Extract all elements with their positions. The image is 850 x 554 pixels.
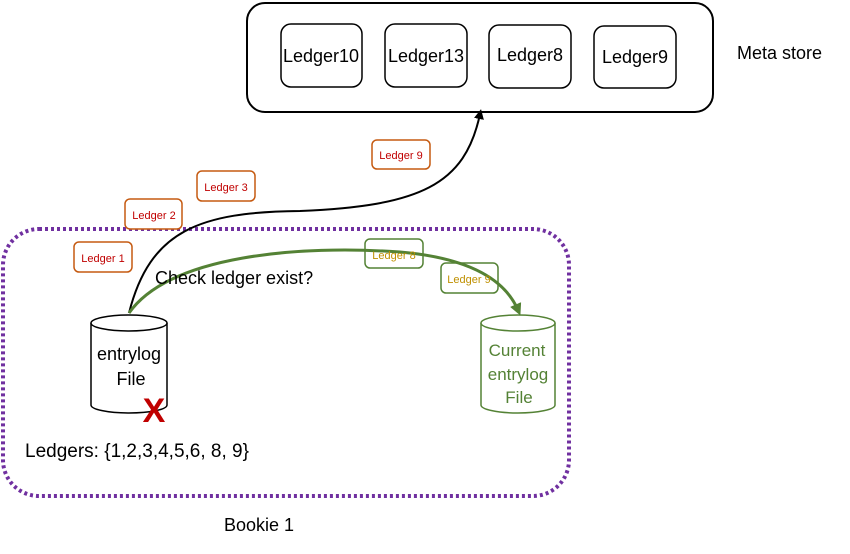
meta-ledger-label: Ledger9 (602, 47, 668, 67)
flying-ledger-tag: Ledger 2 (124, 198, 183, 230)
ledgers-list-text: Ledgers: {1,2,3,4,5,6, 8, 9} (25, 441, 249, 462)
meta-ledger-label: Ledger10 (283, 46, 359, 66)
moved-ledger-tag: Ledger 9 (440, 262, 499, 294)
meta-store: Ledger10 Ledger13 Ledger8 Ledger9 (246, 2, 714, 113)
current-entrylog-line1: Current (489, 341, 546, 360)
deleted-x-icon: X (143, 392, 166, 430)
meta-ledger-label: Ledger13 (388, 46, 464, 66)
flying-ledger-tag: Ledger 9 (371, 139, 431, 170)
old-entrylog-cylinder: entrylog File (90, 314, 168, 414)
moved-ledger-label: Ledger 8 (372, 250, 415, 262)
meta-ledger-box: Ledger8 (488, 24, 572, 89)
old-entrylog-line2: File (116, 369, 145, 389)
meta-ledger-box: Ledger9 (593, 25, 677, 89)
flying-ledger-label: Ledger 3 (204, 182, 247, 194)
flying-ledger-label: Ledger 9 (379, 150, 422, 162)
meta-ledger-box: Ledger13 (384, 23, 468, 88)
meta-store-label: Meta store (737, 43, 822, 63)
moved-ledger-label: Ledger 9 (447, 274, 490, 286)
moved-ledger-tag: Ledger 8 (364, 238, 424, 269)
current-entrylog-line2: entrylog (488, 365, 548, 384)
bookie-container (1, 227, 571, 498)
current-entrylog-cylinder: Current entrylog File (480, 314, 556, 414)
flying-ledger-label: Ledger 1 (81, 253, 124, 265)
meta-ledger-label: Ledger8 (497, 45, 563, 65)
flying-ledger-tag: Ledger 1 (73, 241, 133, 273)
flying-ledger-label: Ledger 2 (132, 210, 175, 222)
check-ledger-text: Check ledger exist? (155, 268, 313, 288)
old-entrylog-line1: entrylog (97, 344, 161, 364)
bookie-label: Bookie 1 (224, 515, 294, 535)
meta-ledger-box: Ledger10 (280, 23, 363, 88)
check-arrow (128, 109, 484, 314)
move-arrow (127, 248, 522, 316)
flying-ledger-tag: Ledger 3 (196, 170, 256, 202)
current-entrylog-line3: File (505, 388, 532, 407)
